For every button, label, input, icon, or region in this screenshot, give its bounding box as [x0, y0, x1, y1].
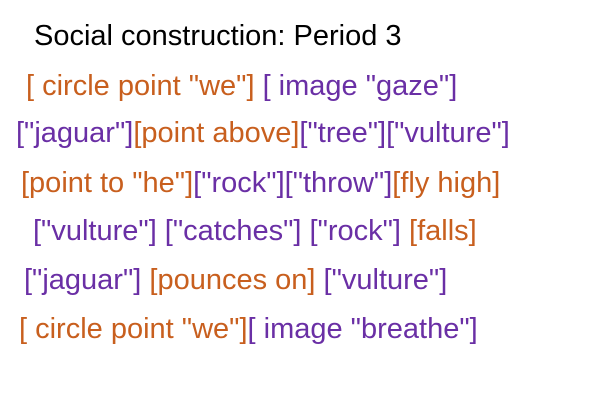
gesture-circle-point-we: [ circle point "we"]: [19, 313, 248, 345]
sign-vulture-catches-rock: ["vulture"] ["catches"] ["rock"]: [33, 215, 401, 247]
sign-tree-vulture: ["tree"]["vulture"]: [299, 117, 510, 149]
line-4: ["vulture"] ["catches"] ["rock"] [falls]: [33, 215, 477, 248]
sign-vulture: ["vulture"]: [315, 264, 448, 296]
sign-image-gaze: [ image "gaze"]: [254, 70, 458, 102]
sign-rock-throw: ["rock"]["throw"]: [193, 167, 393, 199]
gesture-pounces-on: [pounces on]: [141, 264, 316, 296]
sign-jaguar: ["jaguar"]: [24, 264, 142, 296]
slide-title: Social construction: Period 3: [34, 20, 402, 52]
sign-jaguar: ["jaguar"]: [16, 117, 134, 149]
gesture-circle-point-we: [ circle point "we"]: [26, 70, 255, 102]
line-6: [ circle point "we"][ image "breathe"]: [19, 313, 478, 346]
line-5: ["jaguar"] [pounces on] ["vulture"]: [24, 264, 447, 297]
gesture-falls: [falls]: [401, 215, 477, 247]
gesture-fly-high: [fly high]: [392, 167, 501, 199]
line-2: ["jaguar"][point above]["tree"]["vulture…: [16, 117, 510, 150]
sign-image-breathe: [ image "breathe"]: [247, 313, 478, 345]
line-3: [point to "he"]["rock"]["throw"][fly hig…: [21, 167, 500, 200]
gesture-point-to-he: [point to "he"]: [21, 167, 194, 199]
line-1: [ circle point "we"] [ image "gaze"]: [26, 70, 457, 103]
gesture-point-above: [point above]: [133, 117, 300, 149]
